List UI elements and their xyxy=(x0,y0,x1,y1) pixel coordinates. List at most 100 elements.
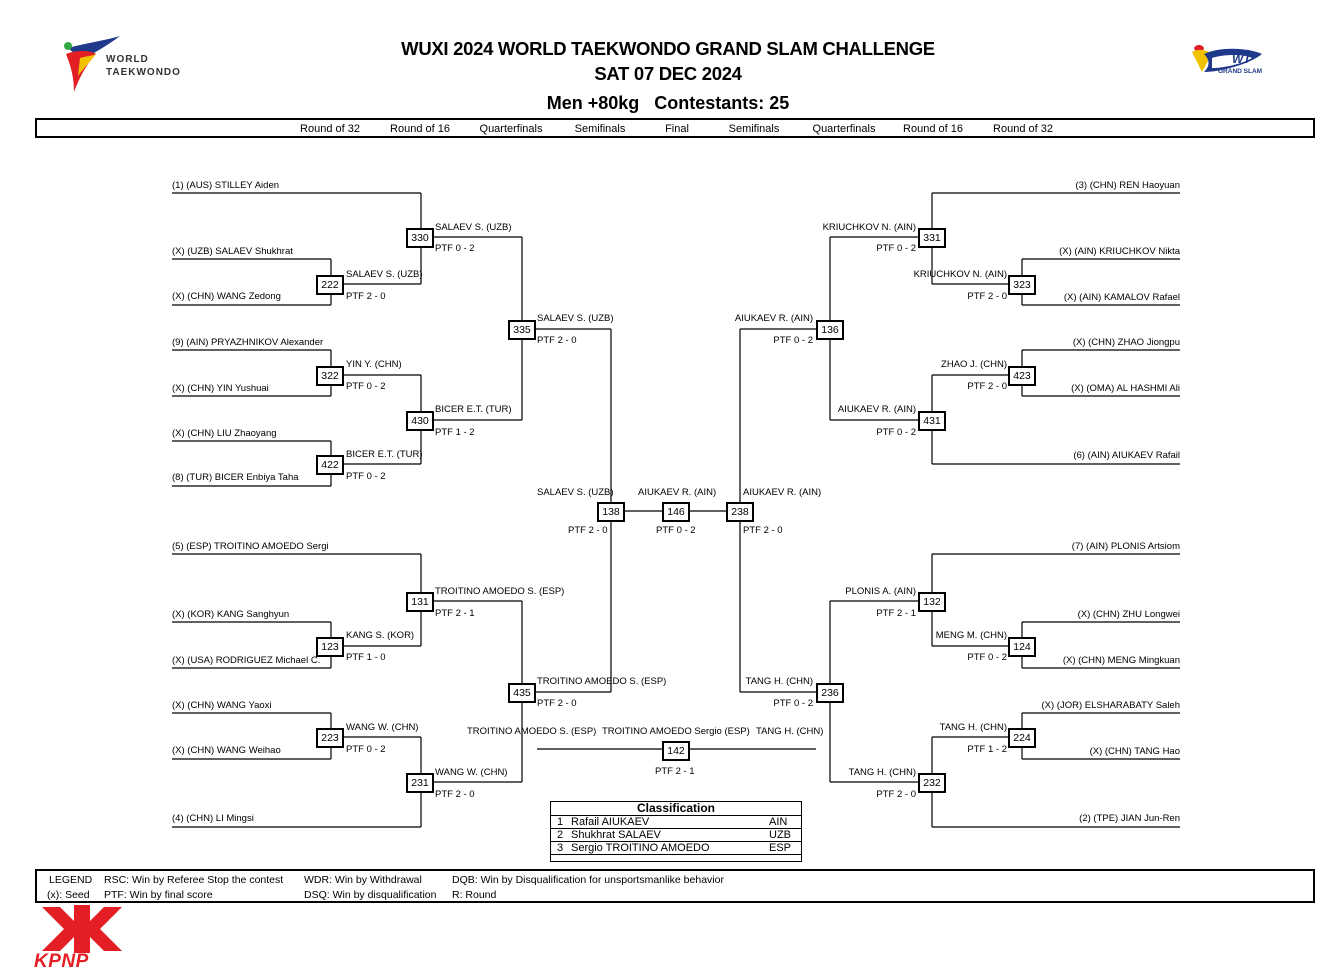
athlete-entry: (6) (AIN) AIUKAEV Rafail xyxy=(1073,450,1180,461)
match-score: PTF 2 - 1 xyxy=(655,766,695,777)
match-winner: BICER E.T. (TUR) xyxy=(346,449,423,460)
athlete-entry: (X) (CHN) TANG Hao xyxy=(1089,746,1180,757)
match-box: 142 xyxy=(662,741,690,761)
rounds-header-bar: Round of 32 Round of 16 Quarterfinals Se… xyxy=(35,118,1315,138)
match-score: PTF 2 - 0 xyxy=(537,698,577,709)
match-winner: KANG S. (KOR) xyxy=(346,630,415,641)
legend-dqb: DQB: Win by Disqualification for unsport… xyxy=(452,874,724,886)
contestants-count: Contestants: 25 xyxy=(654,93,790,113)
match-score: PTF 0 - 2 xyxy=(773,698,813,709)
athlete-entry: (X) (AIN) KRIUCHKOV Nikta xyxy=(1059,246,1180,257)
wt-logo-line2: TAEKWONDO xyxy=(106,67,181,78)
grand-slam-emblem-icon xyxy=(1192,45,1262,72)
athlete-entry: (7) (AIN) PLONIS Artsiom xyxy=(1071,541,1180,552)
legend-rsc: RSC: Win by Referee Stop the contest xyxy=(104,874,284,886)
round-label: Round of 32 xyxy=(993,123,1053,135)
classification-rank: 3 xyxy=(557,842,564,854)
match-score: PTF 2 - 1 xyxy=(435,608,475,619)
match-box: 146 xyxy=(662,502,690,522)
round-label: Round of 32 xyxy=(300,123,360,135)
bronze-left-athlete: TROITINO AMOEDO S. (ESP) xyxy=(467,726,597,737)
match-winner: MENG M. (CHN) xyxy=(935,630,1007,641)
match-score: PTF 0 - 2 xyxy=(967,652,1007,663)
athlete-entry: (X) (CHN) YIN Yushuai xyxy=(172,383,269,394)
round-label: Round of 16 xyxy=(390,123,450,135)
match-score: PTF 2 - 0 xyxy=(967,381,1007,392)
round-label: Semifinals xyxy=(728,123,780,135)
match-box: 223 xyxy=(316,728,344,748)
athlete-entry: (2) (TPE) JIAN Jun-Ren xyxy=(1079,813,1180,824)
legend-dsq: DSQ: Win by disqualification xyxy=(304,889,437,901)
match-box: 131 xyxy=(406,592,434,612)
gs-logo-line2: GRAND SLAM xyxy=(1218,68,1263,75)
round-label: Round of 16 xyxy=(903,123,963,135)
match-box: 422 xyxy=(316,455,344,475)
match-score: PTF 0 - 2 xyxy=(346,471,386,482)
round-label: Semifinals xyxy=(574,123,626,135)
match-box: 323 xyxy=(1008,275,1036,295)
match-box: 123 xyxy=(316,637,344,657)
category-line: Men +80kg Contestants: 25 xyxy=(0,93,1336,114)
match-box: 238 xyxy=(726,502,754,522)
round-label: Quarterfinals xyxy=(479,123,543,135)
match-score: PTF 0 - 2 xyxy=(656,525,696,536)
classification-name: Rafail AIUKAEV xyxy=(571,816,650,828)
match-score: PTF 0 - 2 xyxy=(346,744,386,755)
athlete-entry: (X) (CHN) ZHU Longwei xyxy=(1077,609,1180,620)
match-winner: WANG W. (CHN) xyxy=(435,767,508,778)
match-winner: TROITINO AMOEDO S. (ESP) xyxy=(537,676,667,687)
match-box: 335 xyxy=(508,320,536,340)
match-score: PTF 1 - 2 xyxy=(967,744,1007,755)
athlete-entry: (4) (CHN) LI Mingsi xyxy=(172,813,254,824)
athlete-entry: (X) (CHN) ZHAO Jiongpu xyxy=(1072,337,1180,348)
match-winner: ZHAO J. (CHN) xyxy=(941,359,1007,370)
athlete-entry: (3) (CHN) REN Haoyuan xyxy=(1075,180,1180,191)
classification-row: 2 Shukhrat SALAEV UZB xyxy=(551,829,801,842)
classification-title: Classification xyxy=(551,802,801,816)
world-taekwondo-emblem-icon xyxy=(64,36,120,92)
athlete-entry: (X) (CHN) LIU Zhaoyang xyxy=(172,428,277,439)
athlete-entry: (X) (UZB) SALAEV Shukhrat xyxy=(172,246,293,257)
athlete-entry: (1) (AUS) STILLEY Aiden xyxy=(172,180,280,191)
athlete-entry: (X) (AIN) KAMALOV Rafael xyxy=(1063,292,1180,303)
classification-country: ESP xyxy=(769,842,792,854)
event-title: WUXI 2024 WORLD TAEKWONDO GRAND SLAM CHA… xyxy=(401,38,935,59)
match-winner: KRIUCHKOV N. (AIN) xyxy=(822,222,916,233)
match-score: PTF 2 - 0 xyxy=(568,525,608,536)
kpnp-logo: KPNP xyxy=(34,905,130,973)
legend-round: R: Round xyxy=(452,889,497,901)
match-box: 331 xyxy=(918,228,946,248)
legend-title: LEGEND xyxy=(49,874,93,886)
match-box: 136 xyxy=(816,320,844,340)
athlete-entry: (X) (CHN) WANG Weihao xyxy=(172,745,281,756)
weight-category: Men +80kg xyxy=(546,93,640,113)
match-box: 132 xyxy=(918,592,946,612)
match-winner: KRIUCHKOV N. (AIN) xyxy=(913,269,1007,280)
match-score: PTF 2 - 1 xyxy=(876,608,916,619)
legend-wdr: WDR: Win by Withdrawal xyxy=(304,874,422,886)
round-label: Final xyxy=(665,123,689,135)
legend-ptf: PTF: Win by final score xyxy=(104,889,213,901)
match-box: 124 xyxy=(1008,637,1036,657)
match-box: 138 xyxy=(597,502,625,522)
match-box: 222 xyxy=(316,275,344,295)
bronze-right-athlete: TANG H. (CHN) xyxy=(756,726,824,737)
match-winner: SALAEV S. (UZB) xyxy=(346,269,423,280)
athlete-entry: (9) (AIN) PRYAZHNIKOV Alexander xyxy=(172,337,324,348)
match-winner: TANG H. (CHN) xyxy=(848,767,916,778)
match-box: 322 xyxy=(316,366,344,386)
athlete-entry: (5) (ESP) TROITINO AMOEDO Sergi xyxy=(172,541,329,552)
classification-rank: 1 xyxy=(557,816,564,828)
legend-box: LEGEND RSC: Win by Referee Stop the cont… xyxy=(35,869,1315,903)
classification-table: Classification 1 Rafail AIUKAEV AIN 2 Sh… xyxy=(550,801,802,862)
match-score: PTF 0 - 2 xyxy=(346,381,386,392)
match-winner: AIUKAEV R. (AIN) xyxy=(743,487,822,498)
classification-name: Sergio TROITINO AMOEDO xyxy=(571,842,710,854)
match-score: PTF 2 - 0 xyxy=(876,789,916,800)
round-label: Quarterfinals xyxy=(812,123,876,135)
event-date: SAT 07 DEC 2024 xyxy=(594,63,742,84)
match-winner: BICER E.T. (TUR) xyxy=(435,404,512,415)
wt-logo-line1: WORLD xyxy=(106,54,149,65)
match-box: 431 xyxy=(918,411,946,431)
